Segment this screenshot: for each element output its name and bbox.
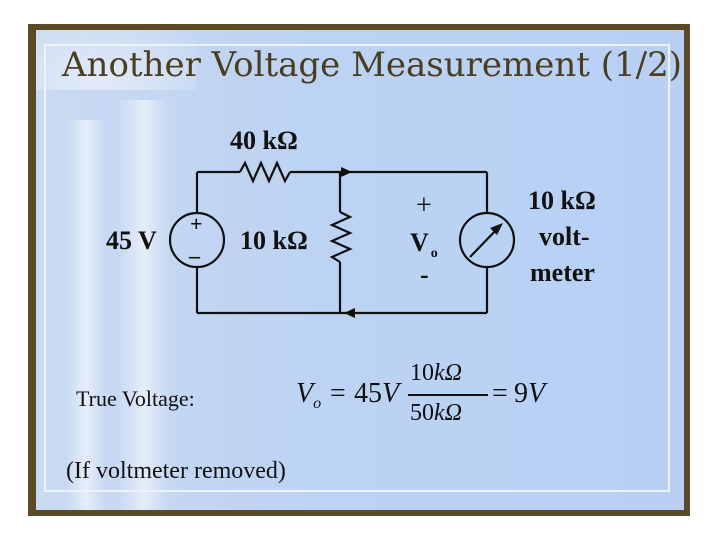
meter-resistance-label: 10 kΩ	[528, 186, 596, 215]
vo-minus-sign: -	[420, 260, 429, 289]
resistor-10k	[329, 211, 353, 263]
vo-plus-sign: +	[416, 190, 432, 221]
equation-equals-2: =	[492, 378, 508, 409]
meter-line1-label: volt-	[539, 222, 590, 251]
source-plus-sign: +	[190, 211, 203, 236]
equation-equals-1: =	[330, 378, 346, 409]
fraction-denominator: 50kΩ	[410, 400, 463, 426]
fraction-bar	[408, 394, 488, 396]
top-resistor-label: 40 kΩ	[230, 126, 298, 155]
equation-coefficient: 45V	[354, 378, 400, 409]
shunt-resistor-label: 10 kΩ	[240, 226, 308, 255]
voltmeter	[458, 211, 516, 269]
resistor-40k	[239, 160, 291, 184]
equation-lhs: Vo	[296, 378, 322, 412]
slide-background	[36, 30, 684, 510]
background-column	[116, 100, 171, 510]
source-voltage-label: 45 V	[106, 226, 157, 255]
voltage-source	[168, 211, 226, 269]
background-column	[66, 120, 106, 510]
background-column	[36, 30, 196, 90]
meter-needle-head	[490, 223, 503, 235]
source-minus-sign: –	[189, 243, 200, 268]
voltmeter-removed-note: (If voltmeter removed)	[66, 458, 286, 484]
slide-title: Another Voltage Measurement (1/2)	[62, 45, 682, 85]
meter-line2-label: meter	[530, 258, 595, 287]
slide-inner-border	[44, 44, 670, 492]
equation-result: 9V	[514, 378, 546, 409]
true-voltage-label: True Voltage:	[76, 386, 195, 411]
arrow-head-top	[341, 167, 352, 177]
arrow-head-bottom	[344, 308, 355, 318]
fraction-numerator: 10kΩ	[410, 360, 463, 386]
